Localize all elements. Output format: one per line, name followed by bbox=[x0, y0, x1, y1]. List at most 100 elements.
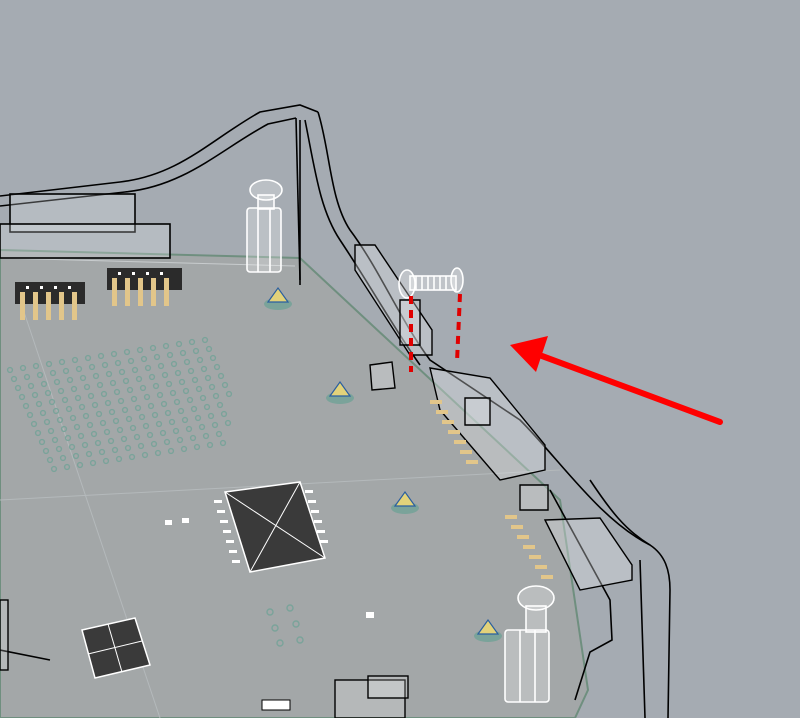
pad bbox=[157, 362, 165, 370]
pad bbox=[32, 362, 40, 370]
pad bbox=[179, 349, 187, 357]
pad bbox=[114, 359, 122, 367]
pad bbox=[172, 427, 180, 435]
pad bbox=[51, 436, 59, 444]
pad bbox=[75, 365, 83, 373]
pad bbox=[125, 415, 133, 423]
pad bbox=[65, 405, 73, 413]
pad bbox=[62, 367, 70, 375]
pad bbox=[196, 356, 204, 364]
pad bbox=[96, 381, 104, 389]
pad bbox=[112, 417, 120, 425]
pad bbox=[115, 455, 123, 463]
standoff-icon[interactable] bbox=[246, 179, 283, 273]
pad bbox=[92, 372, 100, 380]
pad bbox=[169, 389, 177, 397]
pad bbox=[94, 439, 102, 447]
pad bbox=[66, 376, 74, 384]
pad bbox=[36, 371, 44, 379]
pad bbox=[199, 394, 207, 402]
pad bbox=[207, 412, 215, 420]
pad bbox=[103, 428, 111, 436]
pad bbox=[213, 363, 221, 371]
pad bbox=[176, 436, 184, 444]
pad bbox=[163, 438, 171, 446]
pad bbox=[188, 338, 196, 346]
pad bbox=[136, 346, 144, 354]
pad bbox=[160, 400, 168, 408]
pad bbox=[69, 414, 77, 422]
pad bbox=[165, 380, 173, 388]
pad bbox=[201, 336, 209, 344]
pad bbox=[191, 376, 199, 384]
pad bbox=[129, 424, 137, 432]
pad bbox=[111, 446, 119, 454]
pad bbox=[102, 457, 110, 465]
pad bbox=[164, 409, 172, 417]
pad bbox=[168, 418, 176, 426]
pad bbox=[162, 342, 170, 350]
pad bbox=[205, 345, 213, 353]
pad bbox=[186, 396, 194, 404]
pad bbox=[189, 434, 197, 442]
pad bbox=[46, 456, 54, 464]
pad-grid bbox=[6, 336, 233, 473]
pad bbox=[192, 347, 200, 355]
pad bbox=[64, 434, 72, 442]
insertion-guide bbox=[409, 293, 462, 372]
pad bbox=[91, 401, 99, 409]
pad bbox=[209, 354, 217, 362]
pad bbox=[31, 391, 39, 399]
pad bbox=[105, 370, 113, 378]
pad bbox=[38, 438, 46, 446]
pad bbox=[101, 361, 109, 369]
pad bbox=[79, 374, 87, 382]
pad bbox=[19, 364, 27, 372]
pad bbox=[194, 414, 202, 422]
pad bbox=[130, 395, 138, 403]
edge-connector-pins bbox=[430, 400, 553, 579]
pad bbox=[39, 409, 47, 417]
pad bbox=[116, 426, 124, 434]
pad bbox=[86, 421, 94, 429]
pad bbox=[123, 348, 131, 356]
pad bbox=[30, 420, 38, 428]
pad bbox=[52, 407, 60, 415]
standoff-icon[interactable] bbox=[504, 585, 555, 703]
pad bbox=[131, 366, 139, 374]
pad bbox=[107, 437, 115, 445]
pad bbox=[181, 416, 189, 424]
pad bbox=[18, 393, 26, 401]
pad bbox=[161, 371, 169, 379]
pad bbox=[109, 379, 117, 387]
pad bbox=[211, 421, 219, 429]
pad bbox=[175, 340, 183, 348]
pad bbox=[113, 388, 121, 396]
pad bbox=[10, 375, 18, 383]
pad bbox=[120, 435, 128, 443]
pad bbox=[149, 344, 157, 352]
pad bbox=[97, 352, 105, 360]
pad bbox=[95, 410, 103, 418]
pad bbox=[55, 445, 63, 453]
pad bbox=[146, 431, 154, 439]
qfn-chip bbox=[81, 617, 151, 679]
pad bbox=[89, 459, 97, 467]
pin-header-right bbox=[107, 268, 182, 306]
screw-icon[interactable] bbox=[398, 267, 464, 299]
pad bbox=[147, 402, 155, 410]
pad bbox=[190, 405, 198, 413]
pad bbox=[151, 411, 159, 419]
pad bbox=[224, 419, 232, 427]
pad bbox=[56, 416, 64, 424]
pad bbox=[144, 364, 152, 372]
pad bbox=[221, 381, 229, 389]
pad bbox=[154, 449, 162, 457]
pad bbox=[84, 354, 92, 362]
arrow-icon bbox=[510, 336, 723, 425]
pad bbox=[99, 419, 107, 427]
pad bbox=[142, 422, 150, 430]
pad bbox=[127, 357, 135, 365]
pad bbox=[206, 441, 214, 449]
